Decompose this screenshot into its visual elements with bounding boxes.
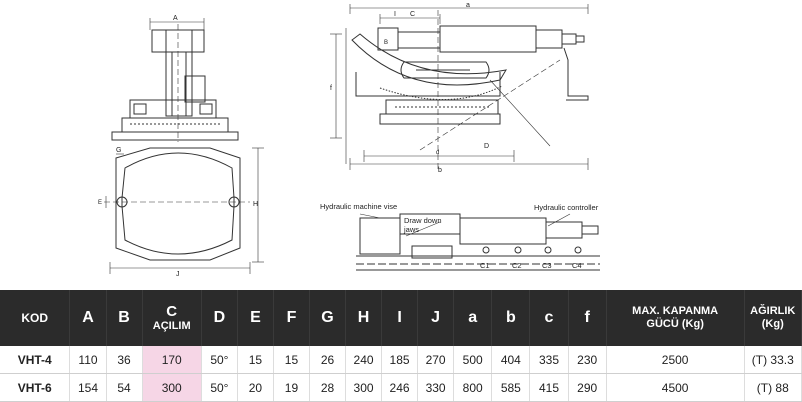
cell-a-lower: 800 — [453, 373, 493, 402]
side-view-tilting-vise — [330, 4, 589, 170]
cell-f-lower: 290 — [568, 373, 607, 402]
dim-label-f: f — [330, 85, 332, 92]
cell-e: 15 — [237, 346, 274, 374]
col-header-kod: KOD — [0, 290, 71, 346]
col-header-h: H — [345, 290, 383, 346]
cell-i: 185 — [381, 346, 419, 374]
cell-c-lower: 415 — [529, 373, 569, 402]
cell-j: 270 — [417, 346, 455, 374]
dim-label-i: I — [394, 11, 396, 18]
dim-label-d-small: d — [436, 150, 439, 156]
cell-agirlik: (T) 33.3 — [744, 346, 802, 374]
table-row: VHT-4 110 36 170 50° 15 15 26 240 185 27… — [0, 346, 802, 374]
cell-max-kapanma: 2500 — [606, 346, 745, 374]
label-draw-down-jaws-1: Draw down — [404, 216, 442, 225]
cell-b: 36 — [106, 346, 143, 374]
col-header-b-lower: b — [491, 290, 531, 346]
cell-a: 154 — [69, 373, 107, 402]
cell-kod: VHT-4 — [0, 346, 71, 374]
cell-max-kapanma: 4500 — [606, 373, 745, 402]
table-header-row: KOD A B C AÇILIM D E F G H I J a b c f M… — [0, 290, 802, 346]
cell-kod: VHT-6 — [0, 373, 71, 402]
cell-c-lower: 335 — [529, 346, 569, 374]
front-view-vise — [111, 18, 239, 142]
table-row: VHT-6 154 54 300 50° 20 19 28 300 246 33… — [0, 373, 802, 402]
cell-agirlik: (T) 88 — [744, 373, 802, 402]
cell-e: 20 — [237, 373, 274, 402]
cell-a-lower: 500 — [453, 346, 493, 374]
col-header-c-acilim: C AÇILIM — [142, 290, 202, 346]
label-draw-down-jaws-2: jaws — [403, 225, 419, 234]
cell-a: 110 — [69, 346, 107, 374]
cell-b: 54 — [106, 373, 143, 402]
cell-f-upper: 15 — [273, 346, 310, 374]
col-header-w-line1: AĞIRLIK — [750, 305, 796, 317]
cell-h: 240 — [345, 346, 383, 374]
specification-table: KOD A B C AÇILIM D E F G H I J a b c f M… — [0, 290, 802, 402]
dim-label-d: D — [484, 143, 489, 150]
cell-f-upper: 19 — [273, 373, 310, 402]
col-header-b: B — [106, 290, 143, 346]
cell-g: 26 — [309, 346, 347, 374]
label-port-c3: C3 — [542, 261, 552, 270]
col-header-c-sub: AÇILIM — [152, 319, 191, 332]
dim-label-h: H — [253, 201, 258, 208]
dim-label-g: G — [116, 147, 121, 154]
dim-label-b: B — [384, 40, 388, 46]
cell-b-lower: 404 — [491, 346, 531, 374]
col-header-max-line2: GÜCÜ (Kg) — [646, 318, 704, 330]
cell-b-lower: 585 — [491, 373, 531, 402]
cell-d: 50° — [201, 346, 238, 374]
col-header-c-lower: c — [529, 290, 569, 346]
dim-label-c: C — [410, 11, 415, 18]
dim-label-j: J — [176, 271, 180, 278]
col-header-e: E — [237, 290, 274, 346]
cell-i: 246 — [381, 373, 419, 402]
cell-c-acilim: 300 — [142, 373, 202, 402]
col-header-f-lower: f — [568, 290, 607, 346]
dim-label-b-bottom: b — [438, 167, 442, 174]
col-header-agirlik: AĞIRLIK (Kg) — [744, 290, 802, 346]
hydraulic-schematic — [356, 213, 600, 271]
label-port-c2: C2 — [512, 261, 522, 270]
col-header-j: J — [417, 290, 455, 346]
col-header-max-line1: MAX. KAPANMA — [632, 305, 719, 317]
cell-h: 300 — [345, 373, 383, 402]
col-header-g: G — [309, 290, 347, 346]
col-header-i: I — [381, 290, 419, 346]
technical-drawing: A G H J E a I C B f D d b Hydraulic mach… — [98, 2, 600, 278]
label-port-c1: C1 — [480, 261, 490, 270]
dim-label-e: E — [98, 200, 102, 206]
cell-g: 28 — [309, 373, 347, 402]
col-header-a: A — [69, 290, 107, 346]
cell-j: 330 — [417, 373, 455, 402]
dim-label-a: a — [466, 2, 470, 9]
cell-c-acilim: 170 — [142, 346, 202, 374]
label-port-c4: C4 — [572, 261, 582, 270]
col-header-w-line2: (Kg) — [761, 318, 784, 330]
label-hydraulic-machine-vise: Hydraulic machine vise — [320, 202, 397, 211]
label-hydraulic-controller: Hydraulic controller — [534, 203, 599, 212]
dim-label-a-top: A — [173, 15, 178, 22]
col-header-d: D — [201, 290, 238, 346]
col-header-max-kapanma: MAX. KAPANMA GÜCÜ (Kg) — [606, 290, 745, 346]
cell-d: 50° — [201, 373, 238, 402]
plan-view-base — [104, 147, 264, 274]
col-header-a-lower: a — [453, 290, 493, 346]
col-header-f-upper: F — [273, 290, 310, 346]
cell-f-lower: 230 — [568, 346, 607, 374]
col-header-c-letter: C — [166, 302, 178, 320]
